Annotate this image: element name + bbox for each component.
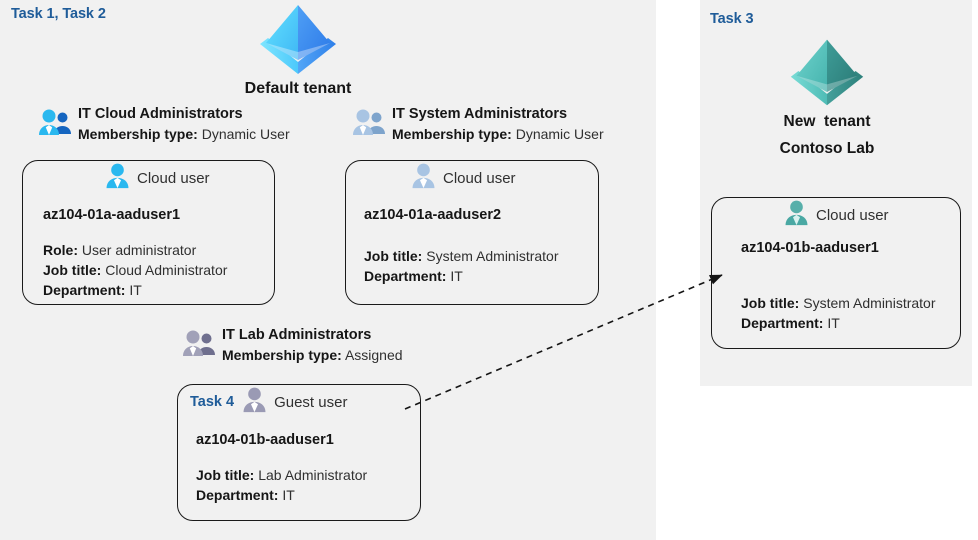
cloud-user-icon: [105, 163, 130, 194]
task-label-1-2: Task 1, Task 2: [11, 6, 106, 22]
user-kind-label: Guest user: [274, 393, 348, 411]
task-label-3: Task 3: [710, 11, 754, 27]
new-tenant-name-line2: Contoso Lab: [779, 139, 875, 157]
new-tenant-block: New tenant Contoso Lab: [718, 36, 936, 160]
attr-department: Department: IT: [741, 314, 936, 334]
group-it-system-administrators: IT System Administrators Membership type…: [352, 105, 604, 144]
attr-job-title: Job title: System Administrator: [364, 247, 559, 267]
guest-user-icon: [242, 387, 267, 418]
card-header: Cloud user: [712, 198, 960, 232]
task-label-4: Task 4: [190, 394, 235, 410]
membership-type-value: Assigned: [344, 346, 403, 363]
azure-ad-tenant-icon: [718, 36, 936, 106]
group-title: IT System Administrators: [392, 106, 568, 122]
group-users-icon: [352, 108, 386, 143]
attr-value: IT: [827, 314, 840, 331]
attr-value: IT: [282, 486, 295, 503]
attr-value: Cloud Administrator: [105, 261, 228, 278]
attr-label: Job title:: [741, 295, 800, 311]
attr-label: Job title:: [364, 248, 423, 264]
group-it-lab-administrators: IT Lab Administrators Membership type: A…: [182, 326, 403, 365]
attr-label: Department:: [364, 267, 447, 284]
attr-job-title: Job title: Cloud Administrator: [43, 261, 227, 281]
user-card-az104-01b-aaduser1-guest: Task 4 Guest user az104-01b-aaduser1 Job…: [177, 384, 421, 521]
user-attributes: Job title: System Administrator Departme…: [364, 247, 559, 287]
user-card-az104-01a-aaduser1: Cloud user az104-01a-aaduser1 Role: User…: [22, 160, 275, 305]
membership-type-value: Dynamic User: [515, 125, 604, 142]
attr-label: Role:: [43, 242, 78, 258]
user-kind-label: Cloud user: [137, 169, 210, 187]
card-header: Cloud user: [23, 161, 274, 195]
default-tenant-name: Default tenant: [244, 80, 352, 97]
user-kind-label: Cloud user: [443, 169, 516, 187]
attr-value: System Administrator: [803, 295, 936, 311]
user-attributes: Job title: System Administrator Departme…: [741, 294, 936, 334]
user-card-az104-01a-aaduser2: Cloud user az104-01a-aaduser2 Job title:…: [345, 160, 599, 305]
membership-type-label: Membership type:: [222, 346, 342, 363]
card-header: Cloud user: [346, 161, 598, 195]
group-title: IT Lab Administrators: [222, 327, 372, 343]
new-tenant-name-line1: New tenant: [783, 113, 871, 130]
azure-ad-tenant-icon: [210, 2, 386, 74]
group-users-icon: [182, 329, 216, 364]
attr-department: Department: IT: [43, 281, 227, 301]
attr-department: Department: IT: [364, 267, 559, 287]
user-card-az104-01b-aaduser1-new-tenant: Cloud user az104-01b-aaduser1 Job title:…: [711, 197, 961, 349]
attr-job-title: Job title: Lab Administrator: [196, 466, 367, 486]
group-users-icon: [38, 108, 72, 143]
attr-department: Department: IT: [196, 486, 367, 506]
attr-label: Job title:: [196, 467, 255, 483]
user-principal-name: az104-01a-aaduser1: [43, 207, 181, 223]
user-principal-name: az104-01b-aaduser1: [196, 432, 334, 448]
user-attributes: Role: User administrator Job title: Clou…: [43, 241, 227, 301]
cloud-user-icon: [411, 163, 436, 194]
attr-label: Department:: [196, 486, 279, 503]
group-title: IT Cloud Administrators: [78, 106, 243, 122]
membership-type-label: Membership type:: [392, 125, 512, 142]
attr-value: IT: [450, 267, 463, 284]
attr-value: Lab Administrator: [258, 467, 368, 483]
group-membership-type: Membership type: Assigned: [222, 345, 403, 365]
group-membership-type: Membership type: Dynamic User: [392, 124, 604, 144]
attr-label: Department:: [741, 314, 824, 331]
default-tenant-panel: [0, 0, 656, 540]
group-it-cloud-administrators: IT Cloud Administrators Membership type:…: [38, 105, 290, 144]
card-header: Task 4 Guest user: [178, 385, 420, 419]
membership-type-label: Membership type:: [78, 125, 198, 142]
default-tenant-block: Default tenant: [210, 2, 386, 100]
cloud-user-icon: [784, 200, 809, 231]
attr-job-title: Job title: System Administrator: [741, 294, 936, 314]
attr-role: Role: User administrator: [43, 241, 227, 261]
group-membership-type: Membership type: Dynamic User: [78, 124, 290, 144]
user-kind-label: Cloud user: [816, 206, 889, 224]
user-attributes: Job title: Lab Administrator Department:…: [196, 466, 367, 506]
user-principal-name: az104-01a-aaduser2: [364, 207, 502, 223]
attr-label: Department:: [43, 281, 126, 298]
user-principal-name: az104-01b-aaduser1: [741, 240, 879, 256]
membership-type-value: Dynamic User: [201, 125, 290, 142]
attr-value: System Administrator: [426, 248, 559, 264]
attr-value: IT: [129, 281, 142, 298]
attr-value: User administrator: [81, 242, 197, 258]
attr-label: Job title:: [43, 261, 102, 278]
